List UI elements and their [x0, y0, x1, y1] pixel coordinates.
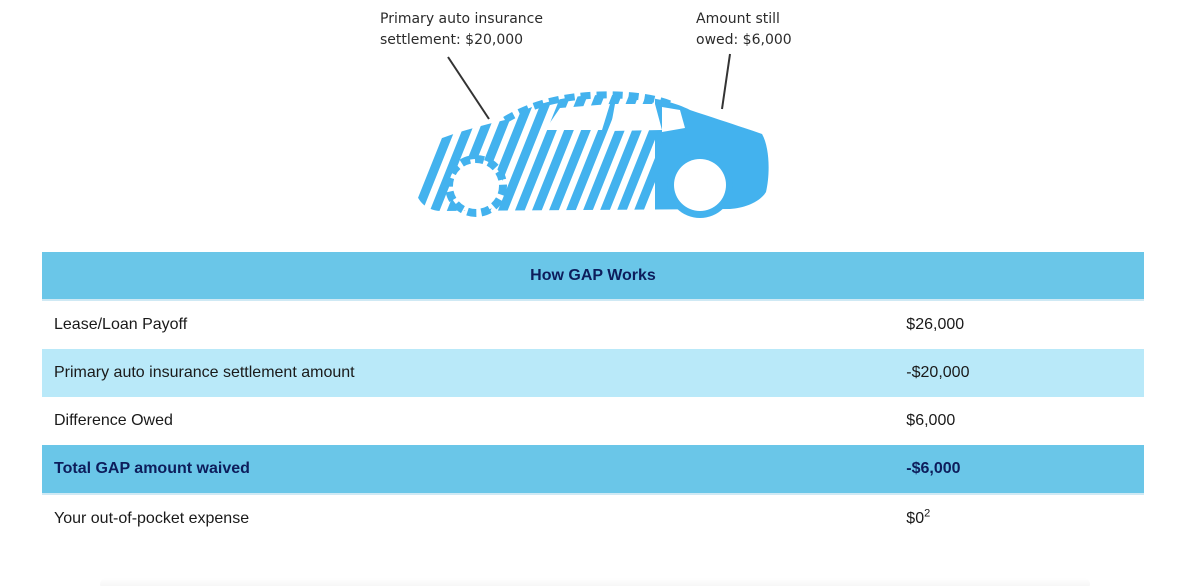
gap-table: How GAP Works Lease/Loan Payoff $26,000 …: [42, 252, 1144, 543]
card-shadow: [100, 578, 1090, 586]
row-label: Your out-of-pocket expense: [42, 494, 895, 543]
table-row: Primary auto insurance settlement amount…: [42, 349, 1144, 397]
row-label: Total GAP amount waived: [42, 445, 895, 495]
settlement-callout: Primary auto insurance settlement: $20,0…: [380, 11, 543, 48]
row-value: -$20,000: [894, 349, 1144, 397]
amount-owed-callout: Amount still owed: $6,000: [696, 11, 792, 48]
table-row: Your out-of-pocket expense $02: [42, 494, 1144, 543]
row-value: $26,000: [894, 300, 1144, 349]
row-label: Lease/Loan Payoff: [42, 300, 895, 349]
row-label: Primary auto insurance settlement amount: [42, 349, 895, 397]
footnote-marker[interactable]: 2: [924, 507, 931, 520]
row-value: $6,000: [894, 397, 1144, 445]
row-value-cell: $02: [894, 494, 1144, 543]
table-header-row: How GAP Works: [42, 252, 1144, 301]
front-wheel: [445, 155, 507, 217]
table-row-total: Total GAP amount waived -$6,000: [42, 445, 1144, 495]
row-label: Difference Owed: [42, 397, 895, 445]
row-value: -$6,000: [894, 445, 1144, 495]
car-icon: [413, 53, 769, 218]
table-title: How GAP Works: [42, 252, 1144, 301]
table-row: Lease/Loan Payoff $26,000: [42, 300, 1144, 349]
settlement-pointer-line: [447, 56, 490, 120]
gap-illustration: Primary auto insurance settlement: $20,0…: [0, 0, 1204, 240]
table-row: Difference Owed $6,000: [42, 397, 1144, 445]
row-value: $0: [906, 510, 925, 527]
owed-pointer-line: [721, 53, 731, 110]
